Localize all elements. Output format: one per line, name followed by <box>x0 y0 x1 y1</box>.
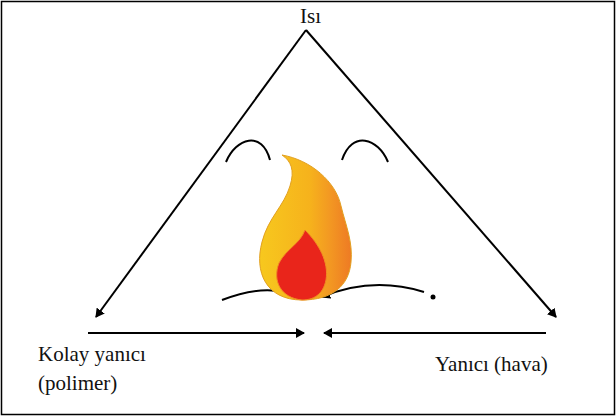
oxidizer-label: Yanıcı (hava) <box>435 350 610 379</box>
fuel-label: Kolay yanıcı (polimer) <box>38 340 168 398</box>
triangle <box>88 30 556 333</box>
heat-label: Isı <box>300 2 321 31</box>
flame <box>260 155 352 300</box>
dot <box>431 295 436 300</box>
